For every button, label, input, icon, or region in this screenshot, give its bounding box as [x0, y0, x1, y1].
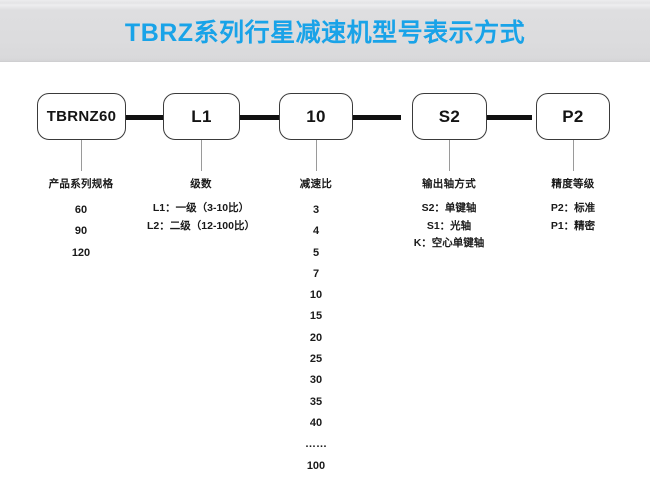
column-heading: 输出轴方式 [422, 178, 476, 190]
column-entry: 30 [309, 374, 323, 387]
column-entry: 25 [309, 353, 323, 366]
column-entry: 5 [312, 246, 320, 259]
column-entry: 20 [309, 331, 323, 344]
column-entry: P2：标准 [550, 202, 596, 214]
column-entry: S2：单键轴 [421, 202, 477, 214]
code-box-output-shaft[interactable]: S2 [412, 93, 487, 140]
column-series-spec: 产品系列规格 60 90 120 [21, 176, 141, 264]
column-entry: L2：二级（12-100比） [147, 219, 255, 232]
column-entry: L1：一级（3-10比） [152, 202, 250, 214]
column-heading: 减速比 [299, 178, 333, 190]
column-entry: 60 [74, 204, 88, 216]
column-heading: 级数 [190, 178, 212, 190]
code-box-precision[interactable]: P2 [536, 93, 610, 140]
connector-bar-2 [240, 115, 279, 120]
column-entry: 40 [309, 416, 323, 429]
connector-bar-4 [487, 115, 532, 120]
column-heading: 精度等级 [551, 178, 595, 190]
column-reduction-ratio: 减速比 3 4 5 7 10 15 20 25 30 35 40 …… 100 [256, 176, 376, 477]
column-entry: K：空心单键轴 [413, 237, 485, 249]
drop-line-4 [449, 140, 450, 171]
column-entry: 120 [71, 246, 91, 259]
column-entry: 90 [74, 225, 88, 238]
column-entry: …… [305, 438, 327, 451]
page-title: TBRZ系列行星减速机型号表示方式 [124, 19, 526, 47]
column-output-shaft-type: 输出轴方式 S2：单键轴 S1：光轴 K：空心单键轴 [379, 176, 519, 253]
column-entry: 4 [312, 225, 320, 238]
connector-bar-1 [126, 115, 163, 120]
title-banner: TBRZ系列行星减速机型号表示方式 [0, 0, 650, 62]
model-code-diagram: TBRNZ60 L1 10 S2 P2 产品系列规格 60 90 120 级数 … [0, 62, 650, 472]
column-entry: P1：精密 [550, 219, 596, 232]
column-entry: 35 [309, 395, 323, 408]
connector-bar-3 [353, 115, 401, 120]
column-stage-count: 级数 L1：一级（3-10比） L2：二级（12-100比） [126, 176, 276, 235]
drop-line-1 [81, 140, 82, 171]
code-box-ratio[interactable]: 10 [279, 93, 353, 140]
code-box-stage[interactable]: L1 [163, 93, 240, 140]
column-heading: 产品系列规格 [48, 178, 114, 190]
column-entry: 10 [309, 289, 323, 302]
column-entry: S1：光轴 [426, 219, 472, 232]
column-entry: 7 [312, 267, 320, 280]
column-entry: 15 [309, 310, 323, 323]
drop-line-3 [316, 140, 317, 171]
column-precision-grade: 精度等级 P2：标准 P1：精密 [513, 176, 633, 235]
code-box-series[interactable]: TBRNZ60 [37, 93, 126, 140]
drop-line-5 [573, 140, 574, 171]
drop-line-2 [201, 140, 202, 171]
column-entry: 3 [312, 204, 320, 216]
column-entry: 100 [306, 459, 326, 472]
